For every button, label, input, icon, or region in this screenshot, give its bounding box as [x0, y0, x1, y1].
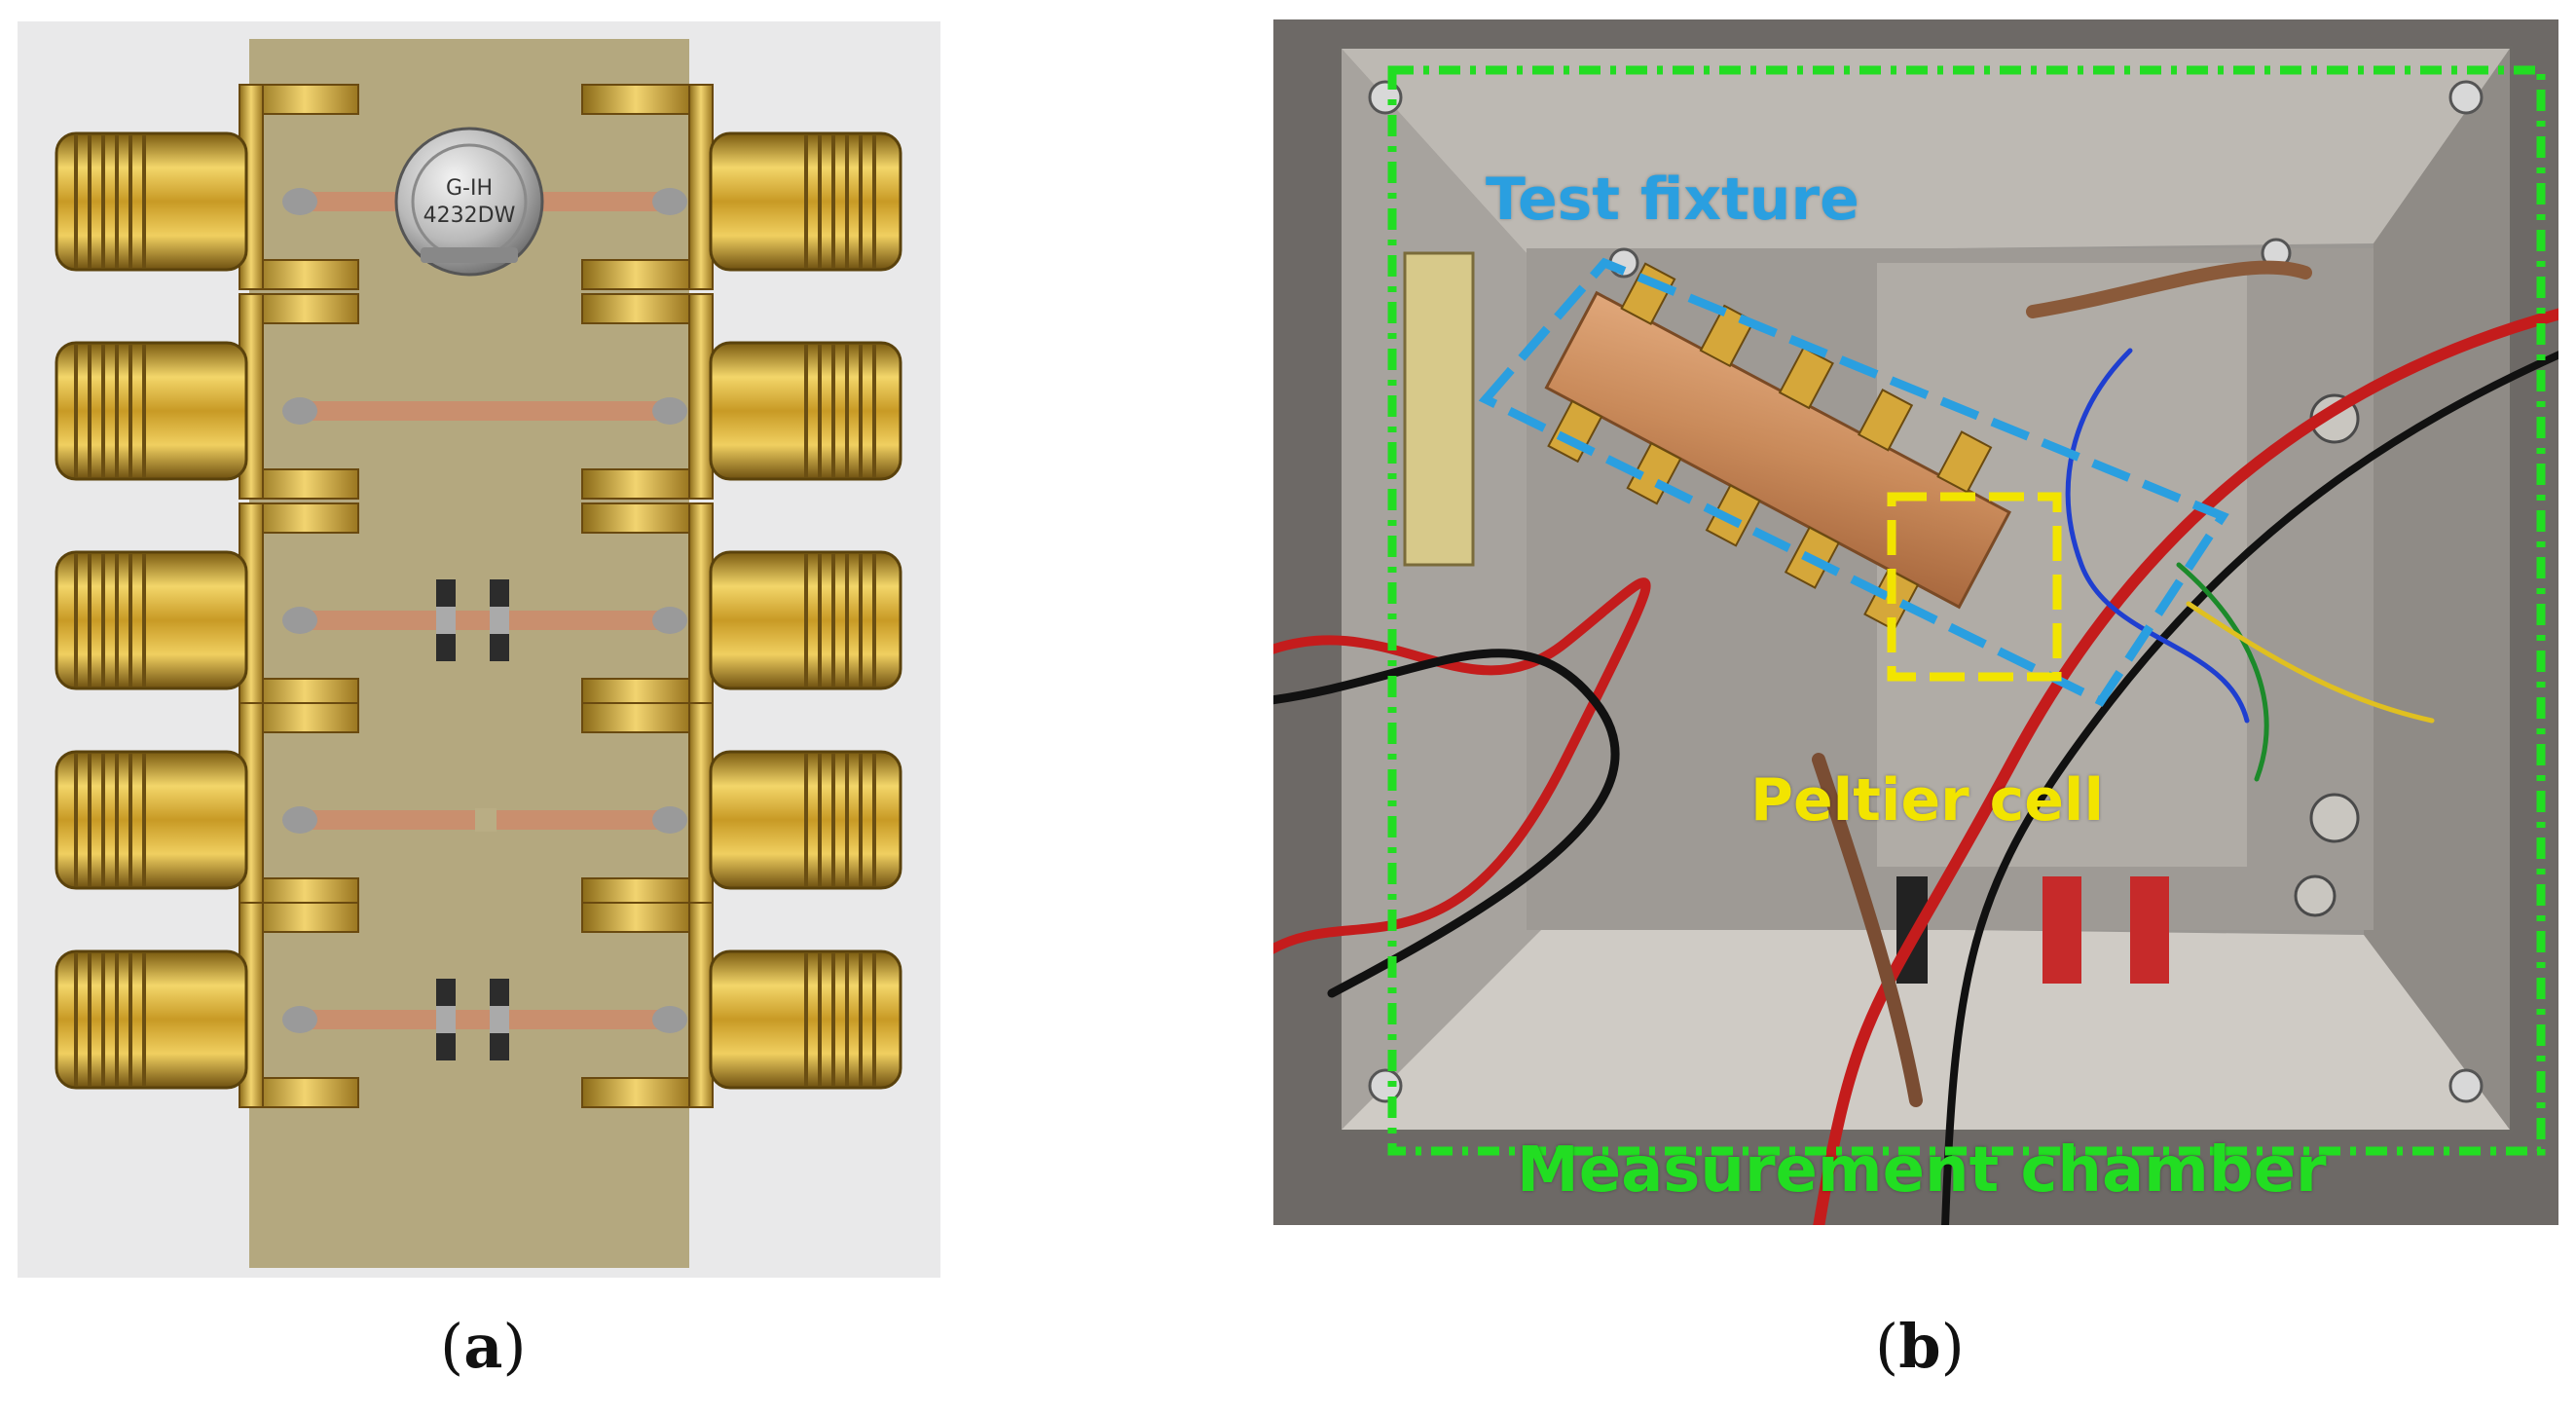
- chip-marking-1: G-IH: [446, 176, 493, 201]
- pcb-illustration: G-IH 4232DW: [55, 39, 902, 1268]
- chip-marking-2: 4232DW: [423, 204, 516, 228]
- label-test-fixture: Test fixture: [1486, 166, 1859, 234]
- label-measurement-chamber: Measurement chamber: [1517, 1134, 2327, 1207]
- test-fixture-outline: [1478, 257, 2229, 707]
- measurement-chamber-outline: [1387, 65, 2546, 1156]
- peltier-cell-outline: [1887, 492, 2062, 682]
- photo-measurement-setup: Test fixture Peltier cell Measurement ch…: [1273, 19, 2558, 1225]
- caption-a: (a): [440, 1311, 527, 1382]
- chamber-illustration: [1273, 19, 2558, 1225]
- label-peltier-cell: Peltier cell: [1750, 766, 2105, 835]
- caption-b: (b): [1875, 1311, 1965, 1382]
- photo-pcb-test-board: G-IH 4232DW: [18, 21, 940, 1278]
- transistor-can: [394, 127, 544, 277]
